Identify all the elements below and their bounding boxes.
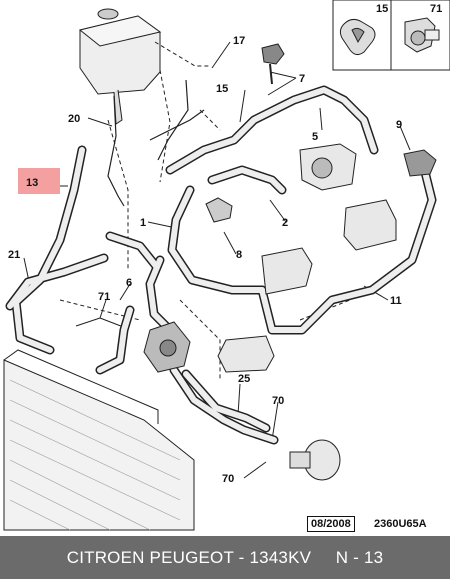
callout-17: 17 [233, 35, 245, 47]
diagram-reference: 2360U65A [374, 518, 427, 530]
detail-inset [332, 0, 450, 71]
callout-9: 9 [396, 119, 402, 131]
hoses [5, 85, 437, 445]
leader-lines [23, 41, 411, 479]
callout-8: 8 [236, 249, 242, 261]
temperature-sensor [261, 43, 285, 85]
parts-diagram: 15 71 17 15 7 20 5 9 13 1 2 8 21 6 71 11… [3, 0, 450, 531]
expansion-tank [78, 8, 162, 125]
clip-71-detail [404, 17, 440, 53]
callout-15-top: 15 [376, 3, 388, 15]
bracket-8 [205, 197, 233, 223]
callout-1: 1 [140, 217, 146, 229]
caption-bar: CITROEN PEUGEOT - 1343KV N - 13 [0, 536, 450, 579]
egr-cooler [343, 199, 397, 251]
callout-71: 71 [98, 291, 110, 303]
caption-text: CITROEN PEUGEOT - 1343KV N - 13 [66, 547, 384, 567]
radiator [3, 349, 195, 531]
callout-11: 11 [390, 295, 402, 307]
callout-70-b: 70 [222, 473, 234, 485]
callout-5: 5 [312, 131, 318, 143]
callout-labels: 15 71 17 15 7 20 5 9 13 1 2 8 21 6 71 11… [8, 3, 442, 485]
callout-2: 2 [282, 217, 288, 229]
callout-7: 7 [299, 73, 305, 85]
oil-cooler [217, 335, 275, 373]
heat-exchanger [261, 247, 313, 295]
highlight-13 [18, 168, 60, 194]
water-pump-filter [289, 439, 341, 481]
callout-70-a: 70 [272, 395, 284, 407]
egr-valve [299, 143, 357, 191]
callout-71-top: 71 [430, 3, 442, 15]
thermostat-housing [143, 321, 191, 373]
callout-15: 15 [216, 83, 228, 95]
callout-20: 20 [68, 113, 80, 125]
callout-21: 21 [8, 249, 20, 261]
diagram-date: 08/2008 [307, 516, 355, 532]
clip-15-detail [339, 18, 376, 56]
sensor-cable [107, 79, 205, 207]
callout-25: 25 [238, 373, 250, 385]
valve-9 [403, 149, 437, 177]
callout-6: 6 [126, 277, 132, 289]
callout-13: 13 [26, 177, 38, 189]
